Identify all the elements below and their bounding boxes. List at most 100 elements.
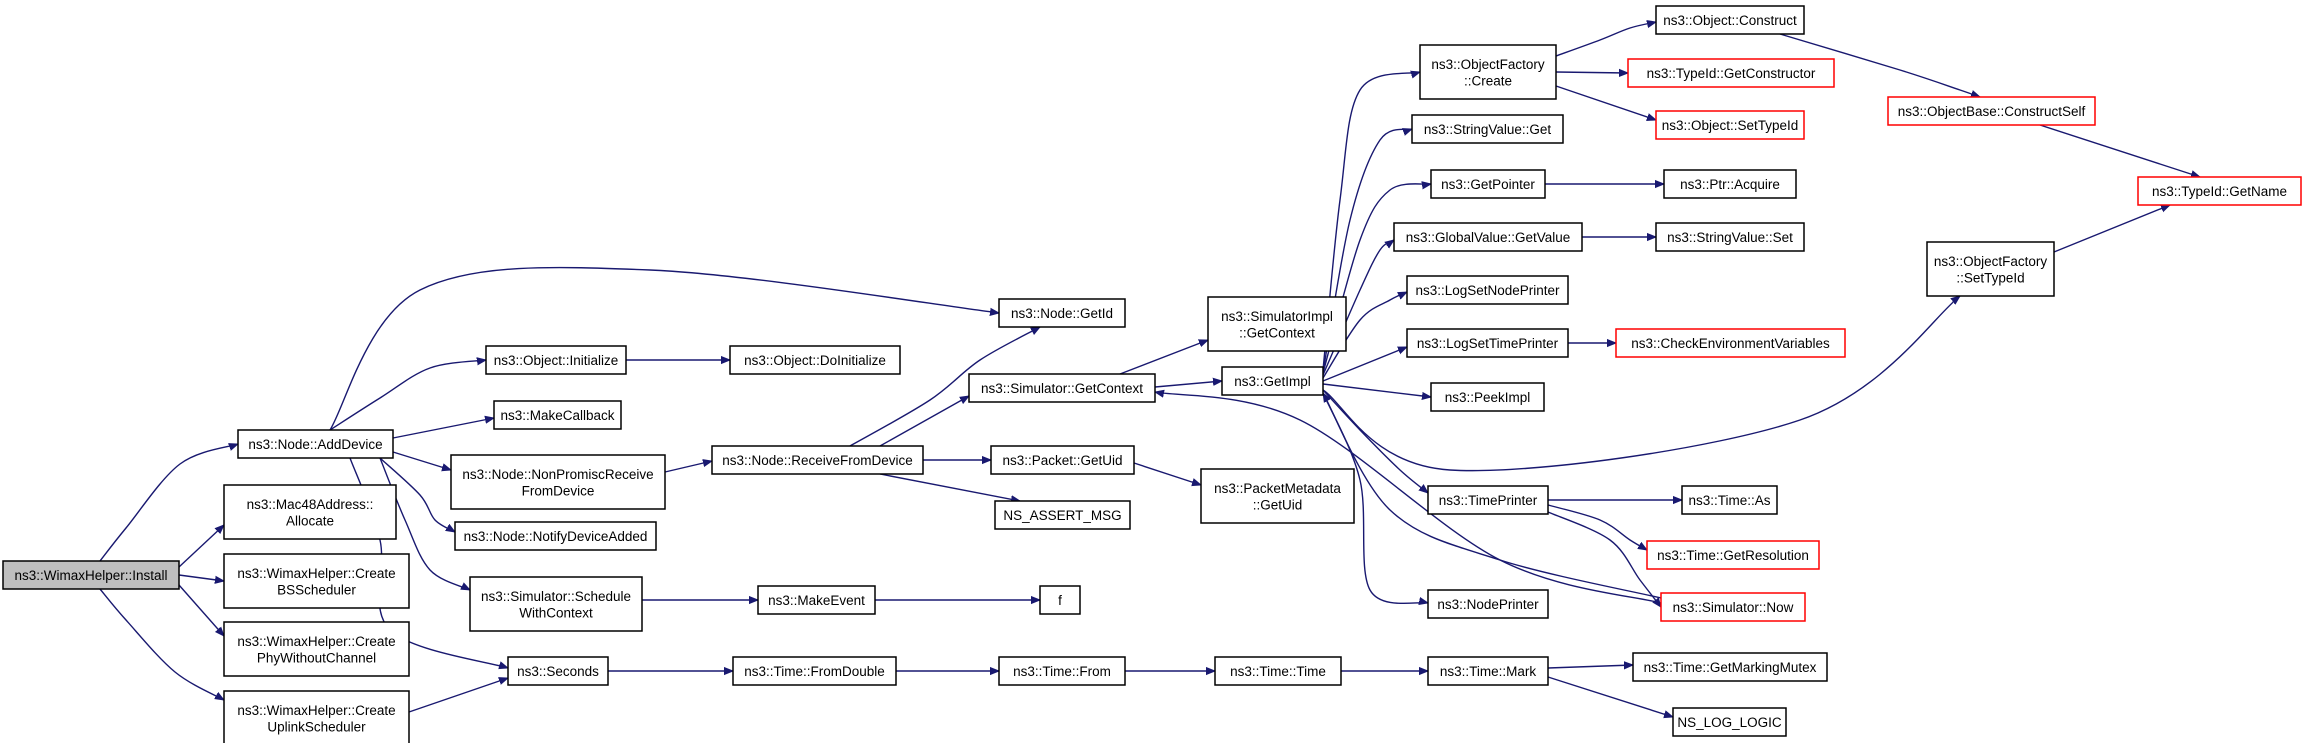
node-box — [711, 445, 924, 475]
node-global-value-get-value[interactable]: ns3::GlobalValue::GetValue — [1393, 222, 1583, 252]
node-time-as[interactable]: ns3::Time::As — [1681, 485, 1778, 515]
node-label: PhyWithoutChannel — [257, 650, 376, 665]
node-time-printer[interactable]: ns3::TimePrinter — [1427, 485, 1549, 515]
node-simulator-now[interactable]: ns3::Simulator::Now — [1660, 592, 1806, 622]
node-object-do-initialize[interactable]: ns3::Object::DoInitialize — [729, 345, 901, 375]
node-time-get-resolution[interactable]: ns3::Time::GetResolution — [1646, 540, 1820, 570]
node-box — [1406, 328, 1569, 358]
node-log-set-time-printer[interactable]: ns3::LogSetTimePrinter — [1406, 328, 1569, 358]
node-create-phy-without-channel[interactable]: ns3::WimaxHelper::CreatePhyWithoutChanne… — [223, 621, 410, 677]
node-object-factory-create[interactable]: ns3::ObjectFactory::Create — [1419, 44, 1557, 100]
node-label: ns3::Time::FromDouble — [744, 664, 885, 679]
node-object-construct[interactable]: ns3::Object::Construct — [1655, 5, 1805, 35]
function-nodes: ns3::WimaxHelper::Install ns3::Node::AddD… — [2, 5, 2302, 743]
node-make-event[interactable]: ns3::MakeEvent — [757, 585, 876, 615]
node-label: ns3::Node::ReceiveFromDevice — [722, 453, 913, 468]
node-label: WithContext — [519, 605, 593, 620]
node-time-from-double[interactable]: ns3::Time::FromDouble — [732, 656, 897, 686]
node-box — [1615, 328, 1846, 358]
node-label: ns3::Ptr::Acquire — [1680, 177, 1780, 192]
node-receive-from-device[interactable]: ns3::Node::ReceiveFromDevice — [711, 445, 924, 475]
node-label: ::GetContext — [1239, 325, 1315, 340]
node-install[interactable]: ns3::WimaxHelper::Install — [2, 560, 180, 590]
node-type-id-get-name[interactable]: ns3::TypeId::GetName — [2137, 176, 2302, 206]
node-string-value-set[interactable]: ns3::StringValue::Set — [1655, 222, 1805, 252]
node-packet-metadata-get-uid[interactable]: ns3::PacketMetadata::GetUid — [1200, 468, 1355, 524]
node-label: ns3::Time::Time — [1230, 664, 1326, 679]
node-box — [998, 656, 1126, 686]
node-box — [994, 500, 1131, 530]
edge-add-device-to-make-callback — [392, 418, 494, 439]
node-box — [1430, 169, 1546, 199]
node-seconds[interactable]: ns3::Seconds — [507, 656, 609, 686]
node-label: ns3::MakeCallback — [500, 408, 614, 423]
node-box — [998, 298, 1126, 328]
node-box — [1039, 585, 1081, 615]
node-label: ns3::Object::Initialize — [494, 353, 619, 368]
node-label: ns3::PacketMetadata — [1214, 481, 1341, 496]
node-label: ns3::Node::AddDevice — [248, 437, 382, 452]
node-label: ns3::CheckEnvironmentVariables — [1631, 336, 1830, 351]
node-box — [237, 429, 394, 459]
node-object-set-type-id[interactable]: ns3::Object::SetTypeId — [1655, 110, 1805, 140]
node-node-printer[interactable]: ns3::NodePrinter — [1427, 589, 1549, 619]
node-simulator-impl-get-context[interactable]: ns3::SimulatorImpl::GetContext — [1207, 296, 1347, 352]
node-log-set-node-printer[interactable]: ns3::LogSetNodePrinter — [1406, 275, 1569, 305]
node-object-initialize[interactable]: ns3::Object::Initialize — [485, 345, 627, 375]
node-check-environment-variables[interactable]: ns3::CheckEnvironmentVariables — [1615, 328, 1846, 358]
node-box — [1427, 589, 1549, 619]
node-label: ns3::LogSetNodePrinter — [1415, 283, 1560, 298]
node-label: ns3::Object::SetTypeId — [1662, 118, 1799, 133]
node-box — [1655, 110, 1805, 140]
node-time-get-marking-mutex[interactable]: ns3::Time::GetMarkingMutex — [1632, 652, 1828, 682]
node-type-id-get-constructor[interactable]: ns3::TypeId::GetConstructor — [1627, 58, 1835, 88]
node-notify-device-added[interactable]: ns3::Node::NotifyDeviceAdded — [454, 521, 657, 551]
node-label: ns3::Simulator::GetContext — [981, 381, 1143, 396]
edge-receive-from-device-to-simulator-get-context — [879, 395, 969, 447]
edge-simulator-now-to-get-impl — [1322, 393, 1662, 599]
node-peek-impl[interactable]: ns3::PeekImpl — [1430, 382, 1545, 412]
node-label: ns3::Node::GetId — [1011, 306, 1113, 321]
node-object-base-construct-self[interactable]: ns3::ObjectBase::ConstructSelf — [1887, 96, 2096, 126]
edge-packet-get-uid-to-packet-metadata-get-uid — [1133, 462, 1201, 485]
node-object-factory-set-type-id[interactable]: ns3::ObjectFactory::SetTypeId — [1926, 241, 2055, 297]
node-add-device[interactable]: ns3::Node::AddDevice — [237, 429, 394, 459]
node-time-mark[interactable]: ns3::Time::Mark — [1427, 656, 1549, 686]
node-packet-get-uid[interactable]: ns3::Packet::GetUid — [990, 445, 1135, 475]
node-make-callback[interactable]: ns3::MakeCallback — [493, 400, 622, 430]
node-node-get-id[interactable]: ns3::Node::GetId — [998, 298, 1126, 328]
node-label: ns3::MakeEvent — [768, 593, 865, 608]
node-time-from[interactable]: ns3::Time::From — [998, 656, 1126, 686]
node-label: ns3::WimaxHelper::Install — [14, 568, 167, 583]
node-label: ns3::GlobalValue::GetValue — [1406, 230, 1571, 245]
node-box — [1655, 5, 1805, 35]
edge-add-device-to-notify-device-added — [379, 457, 455, 532]
node-get-pointer[interactable]: ns3::GetPointer — [1430, 169, 1546, 199]
edge-simulator-get-context-to-get-impl — [1154, 381, 1222, 388]
node-box — [1200, 468, 1355, 524]
edge-object-factory-set-type-id-to-type-id-get-name — [2053, 204, 2170, 253]
call-edges — [99, 22, 2200, 717]
node-mac48-allocate[interactable]: ns3::Mac48Address::Allocate — [223, 484, 397, 540]
node-label: BSScheduler — [277, 582, 356, 597]
node-f[interactable]: f — [1039, 585, 1081, 615]
node-ns-assert-msg[interactable]: NS_ASSERT_MSG — [994, 500, 1131, 530]
node-box — [1663, 169, 1797, 199]
node-box — [729, 345, 901, 375]
node-box — [1406, 275, 1569, 305]
node-time-time[interactable]: ns3::Time::Time — [1214, 656, 1342, 686]
node-string-value-get[interactable]: ns3::StringValue::Get — [1411, 114, 1564, 144]
node-ptr-acquire[interactable]: ns3::Ptr::Acquire — [1663, 169, 1797, 199]
node-simulator-get-context[interactable]: ns3::Simulator::GetContext — [968, 373, 1156, 403]
node-label: ns3::SimulatorImpl — [1221, 309, 1333, 324]
node-ns-log-logic[interactable]: NS_LOG_LOGIC — [1672, 707, 1787, 737]
node-get-impl[interactable]: ns3::GetImpl — [1221, 366, 1324, 396]
edge-get-impl-to-log-set-time-printer — [1322, 346, 1407, 382]
node-label: ns3::StringValue::Get — [1424, 122, 1552, 137]
node-label: Allocate — [286, 513, 334, 528]
node-box — [1214, 656, 1342, 686]
